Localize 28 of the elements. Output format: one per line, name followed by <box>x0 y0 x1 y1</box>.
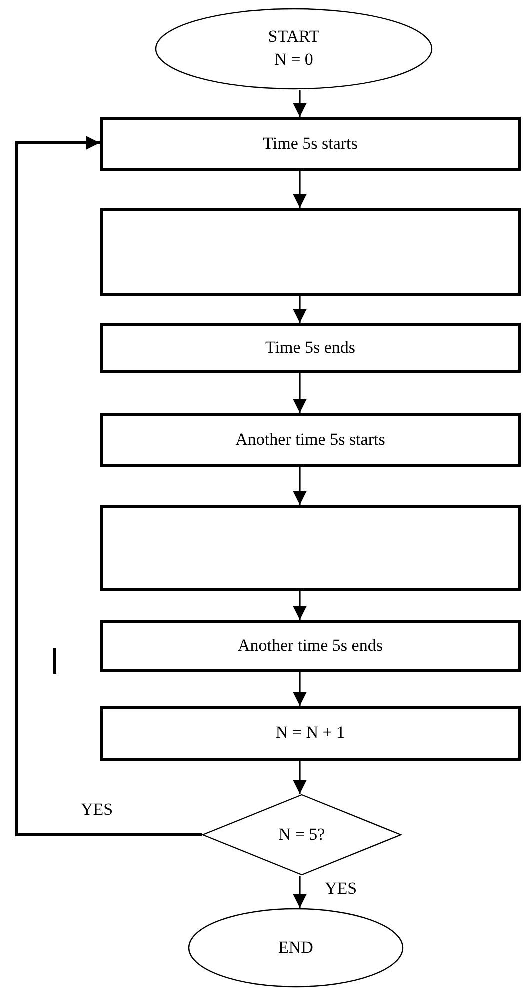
arrow <box>293 672 307 706</box>
terminal-ellipse <box>188 908 404 988</box>
arrow <box>293 876 307 908</box>
node-text: N = N + 1 <box>276 722 346 744</box>
decision-diamond <box>202 794 402 876</box>
process-box <box>100 505 521 591</box>
node-text: Time 5s ends <box>265 336 356 359</box>
process-box <box>100 706 521 761</box>
node-text: Time 5s starts <box>263 132 358 155</box>
arrow <box>293 761 307 794</box>
process-box <box>100 208 521 296</box>
arrow <box>293 591 307 620</box>
node-text: Another time 5s starts <box>236 428 386 451</box>
arrow <box>293 171 307 208</box>
node-text: N = 5? <box>278 824 326 846</box>
process-box <box>100 413 521 467</box>
arrow <box>293 373 307 413</box>
node-text: START N = 0 <box>267 26 321 71</box>
terminal-ellipse <box>155 8 433 90</box>
node-text: Another time 5s ends <box>238 634 383 657</box>
process-box <box>100 620 521 672</box>
process-box <box>100 117 521 171</box>
arrow <box>16 136 202 836</box>
arrow <box>293 296 307 323</box>
arrow <box>293 467 307 505</box>
node-text: END <box>278 936 314 959</box>
process-box <box>100 323 521 373</box>
arrow <box>293 90 307 117</box>
